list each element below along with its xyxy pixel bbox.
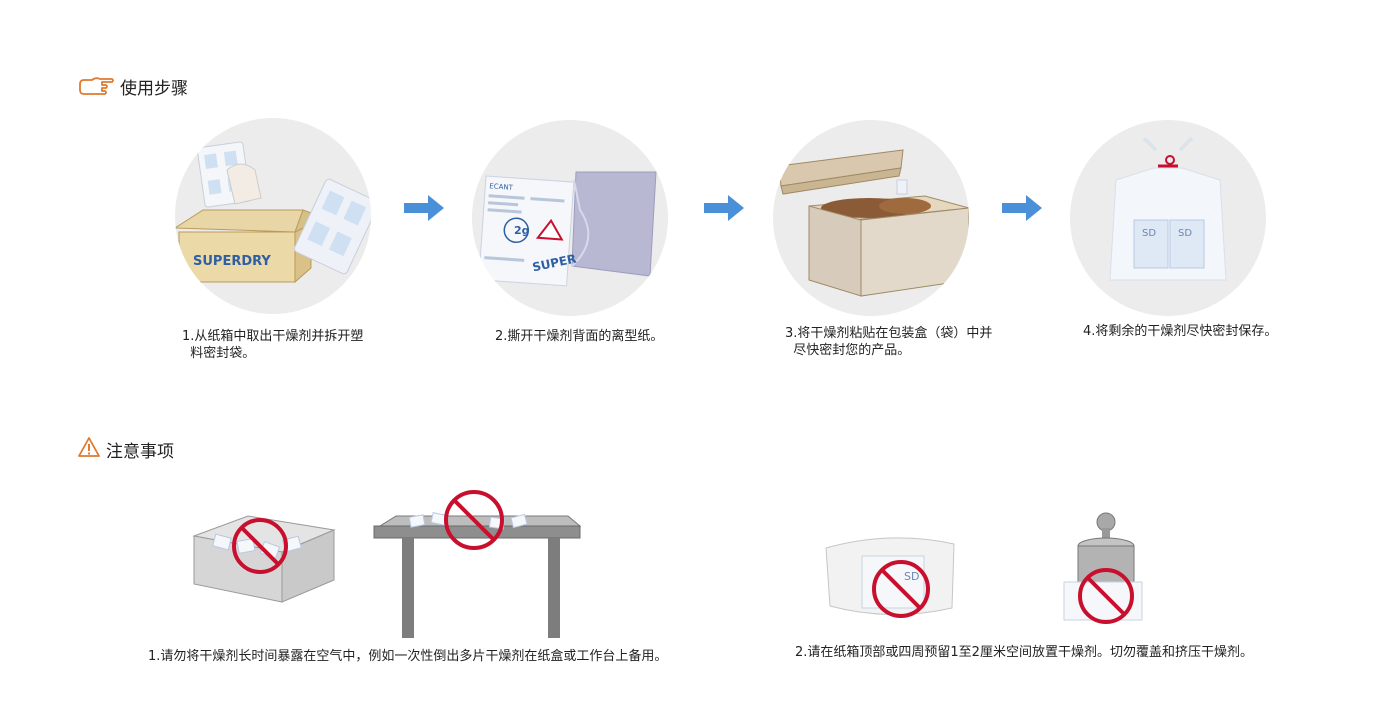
arrow-right-icon — [1002, 195, 1042, 221]
packet-sd-label: SD — [904, 570, 920, 583]
note-1-caption: 1.请勿将干燥剂长时间暴露在空气中，例如一次性倒出多片干燥剂在纸盒或工作台上备用… — [148, 649, 668, 664]
note-1-box-illustration — [188, 510, 338, 614]
note-2-caption: 2.请在纸箱顶部或四周预留1至2厘米空间放置干燥剂。切勿覆盖和挤压干燥剂。 — [795, 645, 1253, 660]
step-3-caption: 3.将干燥剂粘贴在包装盒（袋）中并 尽快密封您的产品。 — [785, 326, 993, 358]
svg-text:ECANT: ECANT — [489, 182, 514, 192]
packet-weight-label: 2g — [514, 224, 530, 237]
step-3-illustration — [773, 120, 969, 316]
step-1-illustration: SUPERDRY — [175, 118, 371, 314]
step-2-illustration: ECANT 2g SUPER — [472, 120, 668, 316]
step-2-caption: 2.撕开干燥剂背面的离型纸。 — [495, 329, 664, 344]
bag-label-right: SD — [1178, 228, 1193, 239]
prohibition-icon — [872, 560, 930, 618]
note-2-weight-illustration — [1058, 508, 1148, 632]
notes-title: 注意事项 — [106, 442, 174, 462]
bag-label-left: SD — [1142, 228, 1157, 239]
step-1-caption: 1.从纸箱中取出干燥剂并拆开塑 料密封袋。 — [182, 329, 364, 361]
note-1-table-illustration — [372, 488, 582, 646]
prohibition-icon — [232, 518, 288, 574]
arrow-right-icon — [404, 195, 444, 221]
warning-triangle-icon — [78, 437, 100, 457]
usage-title: 使用步骤 — [120, 79, 188, 99]
arrow-right-icon — [704, 195, 744, 221]
note-2-covered-illustration: SD — [820, 526, 960, 630]
box-brand-label: SUPERDRY — [193, 254, 271, 269]
prohibition-icon — [1078, 568, 1134, 624]
pointing-hand-icon — [79, 77, 114, 95]
prohibition-icon — [444, 490, 504, 550]
step-4-caption: 4.将剩余的干燥剂尽快密封保存。 — [1083, 324, 1278, 339]
step-4-illustration: SD SD — [1070, 120, 1266, 316]
